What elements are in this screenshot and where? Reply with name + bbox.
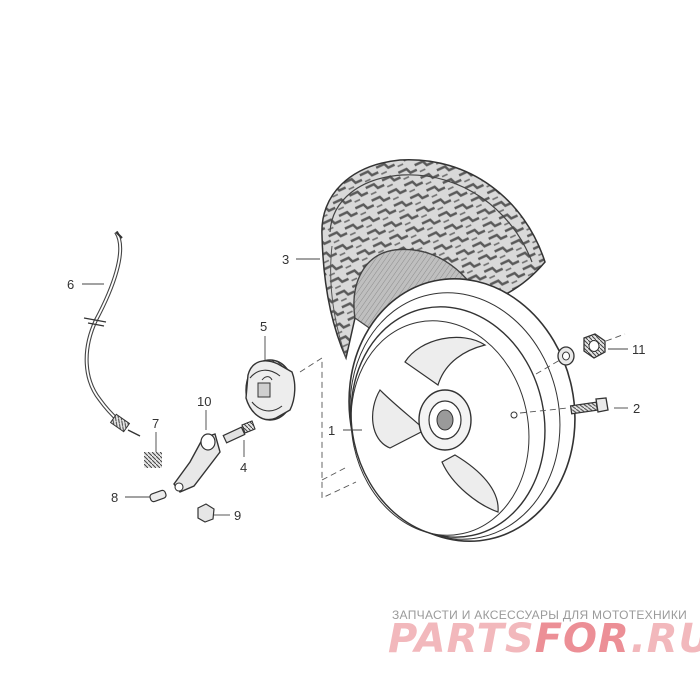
watermark-logo-accent: FOR bbox=[535, 616, 631, 662]
callout-5: 5 bbox=[260, 319, 267, 334]
brake-cable bbox=[83, 230, 141, 437]
callout-labels: 1 2 3 4 5 6 7 8 9 10 11 bbox=[67, 252, 646, 523]
callout-1: 1 bbox=[328, 423, 335, 438]
adjuster-pin bbox=[149, 489, 167, 503]
callout-3: 3 bbox=[282, 252, 289, 267]
brake-lever bbox=[173, 433, 221, 493]
axle-bolt bbox=[569, 397, 609, 415]
brake-shoes bbox=[245, 359, 296, 421]
watermark-tagline: ЗАПЧАСТИ И АКСЕССУАРЫ ДЛЯ МОТОТЕХНИКИ bbox=[392, 608, 687, 622]
watermark-logo-suffix: .RU bbox=[631, 616, 700, 662]
return-spring bbox=[143, 452, 162, 468]
callout-6: 6 bbox=[67, 277, 74, 292]
watermark-logo: PARTSFOR.RU bbox=[388, 616, 700, 662]
callout-8: 8 bbox=[111, 490, 118, 505]
callout-4: 4 bbox=[240, 460, 247, 475]
watermark: ЗАПЧАСТИ И АКСЕССУАРЫ ДЛЯ МОТОТЕХНИКИ PA… bbox=[388, 608, 700, 662]
callout-9: 9 bbox=[234, 508, 241, 523]
leader-lines bbox=[82, 258, 628, 516]
callout-2: 2 bbox=[633, 401, 640, 416]
adjuster-nut bbox=[197, 503, 215, 523]
assembly-guide-lines bbox=[299, 333, 626, 499]
callout-10: 10 bbox=[197, 394, 211, 409]
callout-7: 7 bbox=[152, 416, 159, 431]
axle-nut-and-washer bbox=[557, 333, 606, 366]
wheel-rim bbox=[348, 278, 576, 542]
watermark-logo-main: PARTS bbox=[388, 616, 535, 662]
callout-11: 11 bbox=[632, 342, 646, 357]
brake-cam bbox=[222, 420, 256, 444]
